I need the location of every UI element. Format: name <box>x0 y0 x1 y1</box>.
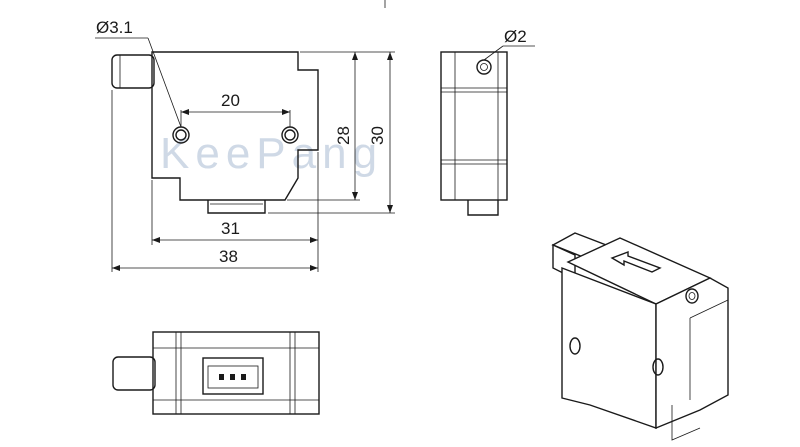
hole-diameter-leader <box>147 37 182 128</box>
side-body <box>440 51 508 201</box>
side-hole <box>476 59 492 75</box>
inner-height-arrow-bottom <box>352 192 358 200</box>
front-body-outline <box>151 51 319 201</box>
outer-width-arrow-left <box>112 265 120 271</box>
iso-arrow-icon <box>610 250 662 273</box>
inner-height-arrow-top <box>352 52 358 60</box>
watermark-text: KeePang <box>160 129 383 178</box>
inner-width-label: 31 <box>221 219 240 238</box>
iso-hole-side <box>685 288 699 304</box>
inner-height-label: 28 <box>334 126 353 145</box>
connector-pin-2 <box>230 374 235 380</box>
front-hole-left-inner <box>175 129 187 141</box>
front-bottom-tab <box>207 200 266 214</box>
side-view: Ø2 <box>440 27 535 216</box>
hole-spacing-arrow-left <box>181 109 189 115</box>
isometric-view <box>551 232 729 441</box>
outer-width-label: 38 <box>219 247 238 266</box>
bottom-view <box>112 331 320 415</box>
iso-hole-side-inner <box>688 292 696 300</box>
connector-pin-3 <box>241 374 246 380</box>
hole-spacing-label: 20 <box>221 91 240 110</box>
side-hole-inner <box>480 63 488 71</box>
side-hole-leader <box>483 45 504 61</box>
iso-bottom-tab <box>671 405 701 441</box>
outer-height-label: 30 <box>368 126 387 145</box>
outer-height-arrow-top <box>387 52 393 60</box>
connector-pin-1 <box>219 374 224 380</box>
inner-width-arrow-left <box>152 237 160 243</box>
inner-width-arrow-right <box>310 237 318 243</box>
hole-diameter-front-label: Ø3.1 <box>96 18 133 37</box>
side-bottom-tab <box>467 200 499 216</box>
front-view: Ø3.1 20 28 30 31 38 <box>95 18 395 272</box>
iso-front-face <box>561 266 657 429</box>
hole-spacing-arrow-right <box>282 109 290 115</box>
bottom-left-pin <box>112 356 156 391</box>
outer-height-arrow-bottom <box>387 205 393 213</box>
hole-diameter-side-label: Ø2 <box>504 27 527 46</box>
front-hole-right-inner <box>284 129 296 141</box>
front-left-pin <box>111 54 155 89</box>
connector-inner <box>207 365 259 389</box>
iso-right-face <box>655 277 729 430</box>
iso-hole-front-left <box>569 337 581 355</box>
iso-step-1 <box>689 299 729 319</box>
bottom-body <box>152 331 320 415</box>
iso-hole-front-right <box>652 358 664 376</box>
outer-width-arrow-right <box>310 265 318 271</box>
